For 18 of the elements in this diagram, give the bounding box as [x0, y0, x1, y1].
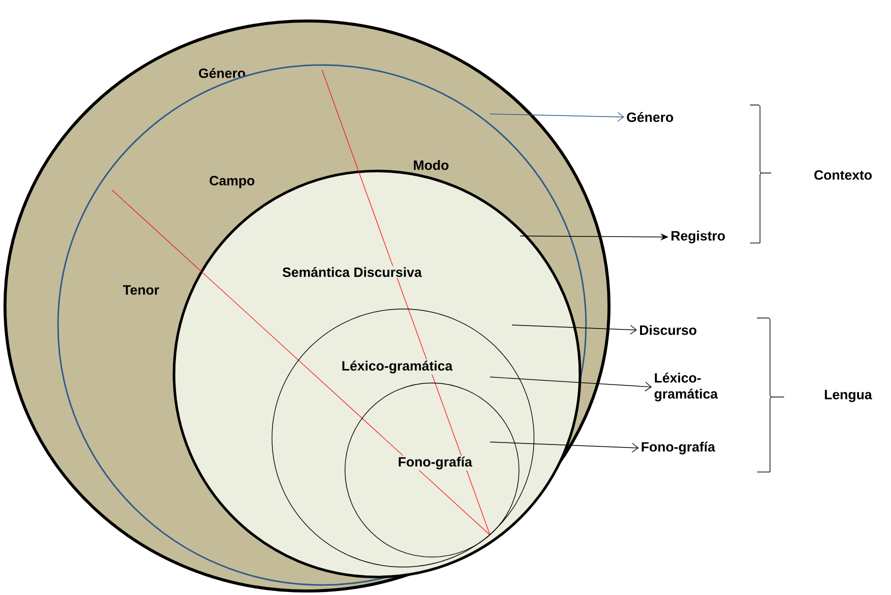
region-label: Semántica Discursiva [281, 266, 423, 278]
arrow [490, 376, 652, 392]
region-label: Fono-grafía [396, 456, 474, 470]
level-label: Registro [672, 230, 725, 244]
arrow [512, 324, 637, 335]
level-label: Fono-grafía [642, 442, 716, 454]
group-label: Contexto [814, 170, 872, 180]
level-label: Género [626, 112, 674, 122]
region-label: Tenor [122, 285, 160, 295]
group-label: Lengua [824, 390, 872, 402]
region-label: Género [198, 68, 246, 78]
level-label: Léxico-gramática [654, 372, 718, 402]
region-label: Modo [414, 160, 448, 170]
level-label: Discurso [640, 325, 696, 335]
region-label: Léxico-gramática [340, 360, 454, 374]
arrow [490, 442, 639, 453]
region-label: Campo [210, 176, 254, 188]
arrow [490, 112, 624, 122]
